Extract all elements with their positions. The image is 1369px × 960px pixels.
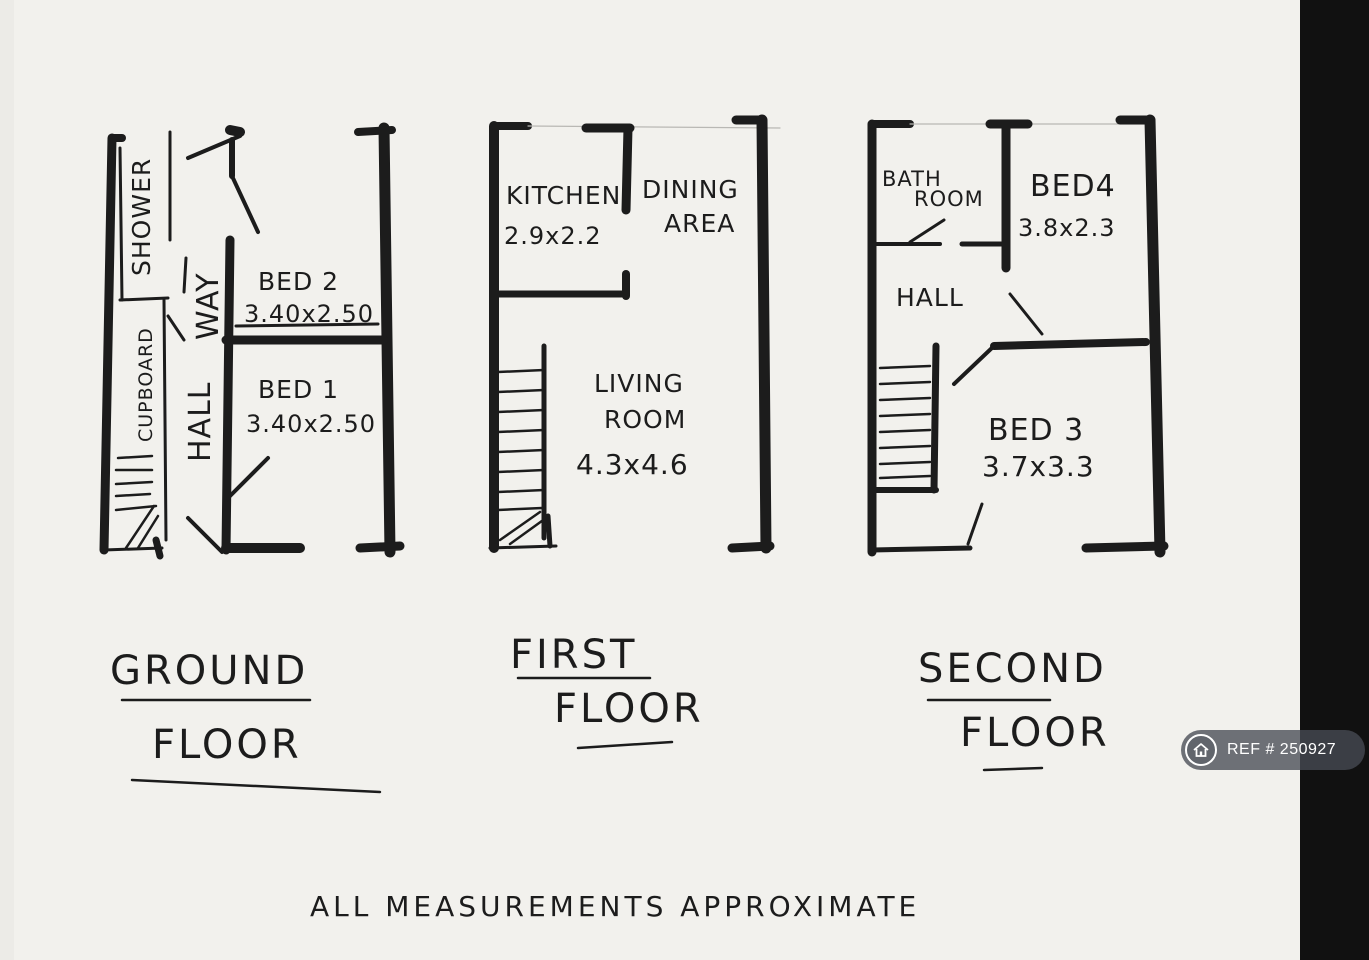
floor-title-ground-line2: FLOOR bbox=[152, 722, 302, 768]
home-icon bbox=[1185, 734, 1217, 766]
room-label-bed1: BED 1 bbox=[258, 375, 339, 404]
first-floor-plan bbox=[488, 114, 781, 554]
room-label-cupboard: CUPBOARD bbox=[135, 327, 157, 442]
room-label-dining: DINING bbox=[642, 175, 739, 204]
ground-floor-plan bbox=[99, 122, 405, 560]
second-floor-plan bbox=[867, 114, 1169, 558]
floor-title-first-line2: FLOOR bbox=[554, 686, 704, 732]
room-label-hall: HALL bbox=[183, 381, 218, 462]
room-label-way: WAY bbox=[191, 272, 226, 340]
measurements-note: ALL MEASUREMENTS APPROXIMATE bbox=[310, 890, 920, 923]
room-label-bath: BATH bbox=[882, 167, 942, 191]
room-label-kitchen: KITCHEN bbox=[506, 181, 621, 210]
room-dims-bed4: 3.8x2.3 bbox=[1018, 214, 1116, 242]
floor-title-second-line1: SECOND bbox=[918, 646, 1107, 692]
room-dims-bed2: 3.40x2.50 bbox=[244, 300, 374, 328]
room-label-shower: SHOWER bbox=[127, 158, 156, 276]
room-label-bed4: BED4 bbox=[1030, 169, 1116, 204]
paper-edge bbox=[0, 0, 14, 960]
room-label-bed2: BED 2 bbox=[258, 267, 339, 296]
room-label-room: ROOM bbox=[604, 405, 686, 434]
room-label-hall-second: HALL bbox=[896, 283, 964, 312]
title-underlines bbox=[120, 676, 1052, 794]
room-dims-living: 4.3x4.6 bbox=[576, 448, 689, 481]
room-dims-bed1: 3.40x2.50 bbox=[246, 410, 376, 438]
reference-badge: REF # 250927 bbox=[1181, 730, 1365, 770]
floor-title-second-line2: FLOOR bbox=[960, 710, 1110, 756]
room-label-living: LIVING bbox=[594, 369, 684, 398]
reference-number: REF # 250927 bbox=[1227, 741, 1337, 758]
room-label-area: AREA bbox=[664, 209, 735, 238]
floor-title-ground-line1: GROUND bbox=[110, 648, 308, 694]
room-label-bathroom: ROOM bbox=[914, 187, 984, 211]
room-label-bed3: BED 3 bbox=[988, 413, 1084, 448]
floor-title-first-line1: FIRST bbox=[510, 632, 637, 678]
room-dims-bed3: 3.7x3.3 bbox=[982, 450, 1095, 483]
room-dims-kitchen: 2.9x2.2 bbox=[504, 222, 602, 250]
